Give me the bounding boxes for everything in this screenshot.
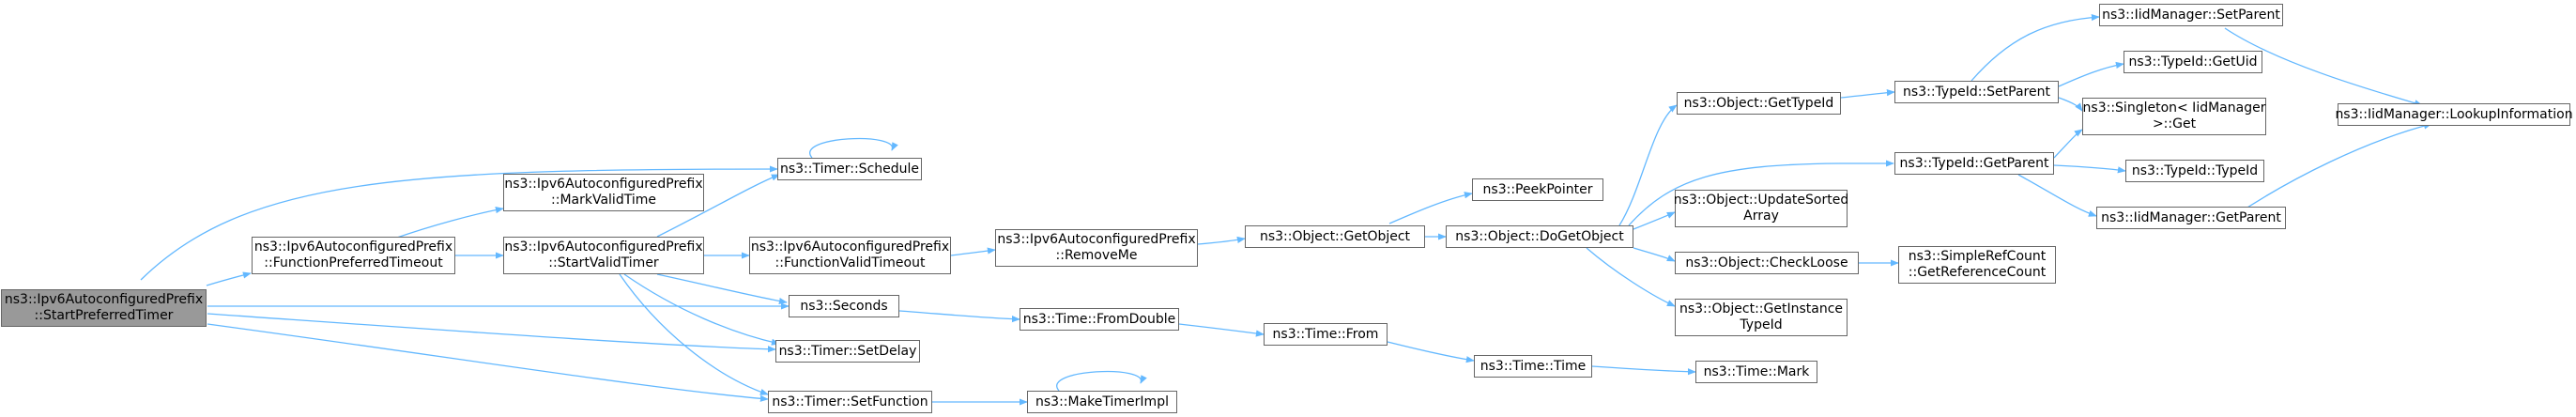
edge-gettypeid-to-typeid-setparent bbox=[1840, 89, 1895, 99]
edge-typeid-getparent-to-singleton bbox=[2053, 129, 2083, 159]
node-timer-schedule[interactable]: ns3::Timer::Schedule bbox=[777, 158, 922, 180]
node-typeid-getuid[interactable]: ns3::TypeId::GetUid bbox=[2124, 51, 2262, 73]
edge-dogetobject-to-getinstance bbox=[1586, 247, 1676, 307]
edge-make-timer-impl-self-loop bbox=[1056, 370, 1147, 392]
edge-typeid-setparent-to-singleton bbox=[2058, 97, 2083, 112]
node-remove-me[interactable]: ns3::Ipv6AutoconfiguredPrefix ::RemoveMe bbox=[995, 229, 1198, 267]
node-function-valid-timeout[interactable]: ns3::Ipv6AutoconfiguredPrefix ::Function… bbox=[749, 237, 951, 274]
node-iidmanager-lookupinformation[interactable]: ns3::IidManager::LookupInformation bbox=[2335, 103, 2573, 126]
edge-dogetobject-to-gettypeid bbox=[1618, 104, 1678, 226]
node-start-valid-timer[interactable]: ns3::Ipv6AutoconfiguredPrefix ::StartVal… bbox=[503, 237, 704, 274]
node-time-time[interactable]: ns3::Time::Time bbox=[1474, 355, 1592, 378]
edge-remove-me-to-getobject bbox=[1197, 236, 1246, 245]
node-simplerefcount-getreferencecount[interactable]: ns3::SimpleRefCount ::GetReferenceCount bbox=[1898, 246, 2056, 284]
edge-start-valid-to-seconds bbox=[656, 273, 788, 305]
edge-dogetobject-to-checkloose bbox=[1633, 247, 1676, 262]
edge-typeid-setparent-to-getuid bbox=[2058, 61, 2124, 87]
node-singleton-iidmanager-get[interactable]: ns3::Singleton< IidManager >::Get bbox=[2082, 98, 2266, 135]
node-object-getobject[interactable]: ns3::Object::GetObject bbox=[1245, 225, 1425, 248]
edge-fromdouble-to-time-from bbox=[1178, 323, 1265, 337]
edge-iid-setparent-to-lookup bbox=[2224, 27, 2423, 107]
edge-start-preferred-to-setfunction bbox=[207, 323, 769, 402]
edge-start-preferred-to-setdelay bbox=[207, 313, 776, 353]
node-function-preferred-timeout[interactable]: ns3::Ipv6AutoconfiguredPrefix ::Function… bbox=[252, 237, 455, 274]
edge-start-preferred-to-timer-schedule bbox=[140, 165, 778, 281]
node-object-updatesorted-array[interactable]: ns3::Object::UpdateSorted Array bbox=[1674, 190, 1848, 227]
edge-function-valid-to-remove-me bbox=[950, 247, 996, 256]
edge-seconds-to-fromdouble bbox=[898, 310, 1020, 323]
edge-dogetobject-to-typeid-getparent bbox=[1628, 160, 1894, 226]
node-make-timer-impl[interactable]: ns3::MakeTimerImpl bbox=[1027, 391, 1177, 413]
node-time-fromdouble[interactable]: ns3::Time::FromDouble bbox=[1020, 308, 1179, 331]
node-object-checkloose[interactable]: ns3::Object::CheckLoose bbox=[1675, 252, 1859, 274]
node-typeid-typeid[interactable]: ns3::TypeId::TypeId bbox=[2125, 160, 2264, 182]
edge-start-valid-to-setdelay bbox=[623, 273, 780, 346]
edge-start-preferred-to-function-preferred bbox=[206, 271, 252, 286]
edge-function-preferred-to-mark-valid bbox=[393, 207, 504, 239]
node-seconds[interactable]: ns3::Seconds bbox=[789, 295, 899, 317]
node-mark-valid-time[interactable]: ns3::Ipv6AutoconfiguredPrefix ::MarkVali… bbox=[503, 174, 704, 211]
node-typeid-getparent[interactable]: ns3::TypeId::GetParent bbox=[1894, 152, 2054, 175]
node-object-dogetobject[interactable]: ns3::Object::DoGetObject bbox=[1446, 225, 1633, 248]
edge-start-valid-to-timer-schedule bbox=[656, 174, 780, 238]
edge-typeid-setparent-to-iid-setparent bbox=[1970, 13, 2100, 82]
node-iidmanager-getparent[interactable]: ns3::IidManager::GetParent bbox=[2096, 207, 2286, 229]
edge-time-from-to-time-time bbox=[1387, 341, 1475, 363]
edge-start-valid-to-setfunction bbox=[619, 273, 769, 395]
edge-getobject-to-peek-pointer bbox=[1388, 192, 1473, 224]
node-object-getinstance-typeid[interactable]: ns3::Object::GetInstance TypeId bbox=[1675, 299, 1848, 336]
node-time-from[interactable]: ns3::Time::From bbox=[1264, 323, 1388, 346]
edge-typeid-getparent-to-iid-getparent bbox=[2017, 174, 2097, 217]
node-start-preferred-timer: ns3::Ipv6AutoconfiguredPrefix ::StartPre… bbox=[1, 289, 207, 327]
node-peek-pointer[interactable]: ns3::PeekPointer bbox=[1472, 178, 1603, 201]
node-typeid-setparent[interactable]: ns3::TypeId::SetParent bbox=[1894, 81, 2059, 103]
node-time-mark[interactable]: ns3::Time::Mark bbox=[1695, 361, 1817, 383]
node-timer-setdelay[interactable]: ns3::Timer::SetDelay bbox=[775, 340, 920, 363]
node-object-gettypeid[interactable]: ns3::Object::GetTypeId bbox=[1677, 92, 1841, 115]
node-iidmanager-setparent[interactable]: ns3::IidManager::SetParent bbox=[2099, 4, 2283, 26]
edge-dogetobject-to-updatesorted bbox=[1633, 211, 1676, 230]
node-timer-setfunction[interactable]: ns3::Timer::SetFunction bbox=[768, 391, 932, 413]
edge-iid-getparent-to-lookup bbox=[2233, 122, 2432, 217]
edge-timer-schedule-self-loop bbox=[809, 137, 898, 159]
edge-typeid-getparent-to-typeid-typeid bbox=[2053, 164, 2126, 174]
edge-time-time-to-time-mark bbox=[1591, 365, 1696, 376]
